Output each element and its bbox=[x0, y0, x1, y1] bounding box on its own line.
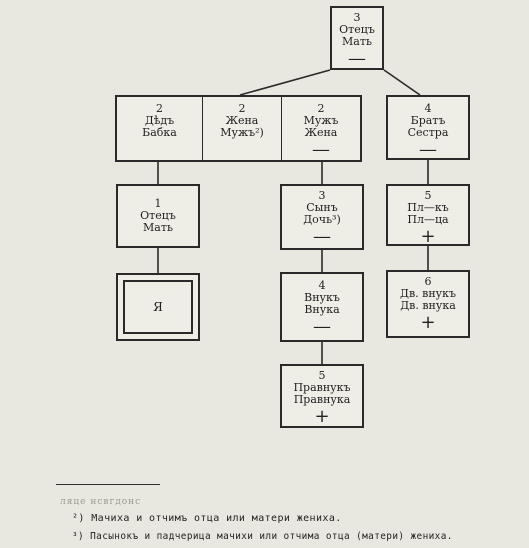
box-parents-top: 3 Отецъ Мать — bbox=[330, 6, 384, 70]
cell-grandparents: 2 Дѣдъ Бабка bbox=[117, 97, 203, 160]
box-great-grandchildren: 5 Правнукъ Правнука + bbox=[280, 364, 364, 428]
kin-label: Братъ bbox=[410, 114, 446, 127]
footnote-2: ²) Мачиха и отчимъ отца или матери жених… bbox=[72, 513, 342, 524]
kin-label: Мужъ bbox=[303, 114, 339, 127]
box-generation-two: 2 Дѣдъ Бабка 2 Жена Мужъ²) 2 Мужъ Жена — bbox=[115, 95, 362, 162]
kin-label: Жена bbox=[304, 126, 338, 139]
kin-label: Правнукъ bbox=[293, 381, 351, 394]
ego-label: Я bbox=[153, 300, 163, 314]
degree-number: 2 bbox=[156, 102, 163, 115]
kin-label: Внука bbox=[304, 303, 340, 316]
kin-label: Мужъ²) bbox=[220, 126, 264, 139]
kin-label: Бабка bbox=[142, 126, 177, 139]
kin-label: Дочь³) bbox=[303, 213, 341, 226]
degree-number: 2 bbox=[238, 102, 246, 115]
box-father-mother: 1 Отецъ Мать bbox=[116, 184, 200, 248]
kin-label: Дв. внука bbox=[400, 299, 456, 312]
kin-label: Сынъ bbox=[306, 201, 338, 214]
kin-label: Пл—ца bbox=[407, 213, 449, 226]
minus-sign: — bbox=[348, 48, 366, 69]
box-grandchildren: 4 Внукъ Внука — bbox=[280, 272, 364, 342]
degree-number: 4 bbox=[424, 102, 432, 115]
degree-number: 5 bbox=[424, 189, 432, 202]
kin-label: Правнука bbox=[293, 393, 351, 406]
degree-number: 5 bbox=[318, 369, 326, 382]
kin-label: Внукъ bbox=[304, 291, 340, 304]
minus-sign: — bbox=[313, 226, 331, 247]
connector-top-right bbox=[383, 69, 421, 96]
degree-number: 3 bbox=[318, 189, 326, 202]
box-nephew-niece: 5 Пл—къ Пл—ца + bbox=[386, 184, 470, 246]
degree-number: 2 bbox=[317, 102, 325, 115]
plus-sign: + bbox=[420, 312, 436, 333]
kin-label: Сестра bbox=[407, 126, 449, 139]
box-son-daughter: 3 Сынъ Дочь³) — bbox=[280, 184, 364, 250]
box-ego: Я bbox=[116, 273, 200, 341]
faint-text: ляце нсвгдонс bbox=[60, 497, 142, 507]
box-siblings: 4 Братъ Сестра — bbox=[386, 95, 470, 160]
kin-label: Пл—къ bbox=[407, 201, 449, 214]
degree-number: 6 bbox=[424, 275, 432, 288]
kin-label: Жена bbox=[225, 114, 259, 127]
kin-label: Дѣдъ bbox=[144, 114, 175, 127]
cell-husband-wife: 2 Мужъ Жена — bbox=[282, 97, 360, 160]
degree-number: 4 bbox=[318, 279, 326, 292]
footnote-rule bbox=[56, 484, 160, 485]
minus-sign: — bbox=[419, 139, 437, 160]
plus-sign: + bbox=[314, 406, 330, 427]
connector-top-left bbox=[239, 69, 331, 96]
box-ego-inner: Я bbox=[123, 280, 193, 334]
kin-label: Отецъ bbox=[339, 23, 375, 36]
kin-label: Мать bbox=[143, 221, 173, 234]
degree-number: 1 bbox=[154, 197, 162, 210]
kin-label: Отецъ bbox=[140, 209, 176, 222]
box-cousin-grandchildren: 6 Дв. внукъ Дв. внука + bbox=[386, 270, 470, 338]
kin-label: Дв. внукъ bbox=[400, 287, 456, 300]
degree-number: 3 bbox=[353, 11, 361, 24]
cell-wife-husband: 2 Жена Мужъ²) bbox=[203, 97, 282, 160]
plus-sign: + bbox=[420, 226, 436, 247]
footnote-3: ³) Пасынокъ и падчерица мачихи или отчим… bbox=[72, 531, 453, 542]
minus-sign: — bbox=[313, 316, 331, 337]
kin-label: Мать bbox=[342, 35, 372, 48]
minus-sign: — bbox=[312, 139, 330, 160]
